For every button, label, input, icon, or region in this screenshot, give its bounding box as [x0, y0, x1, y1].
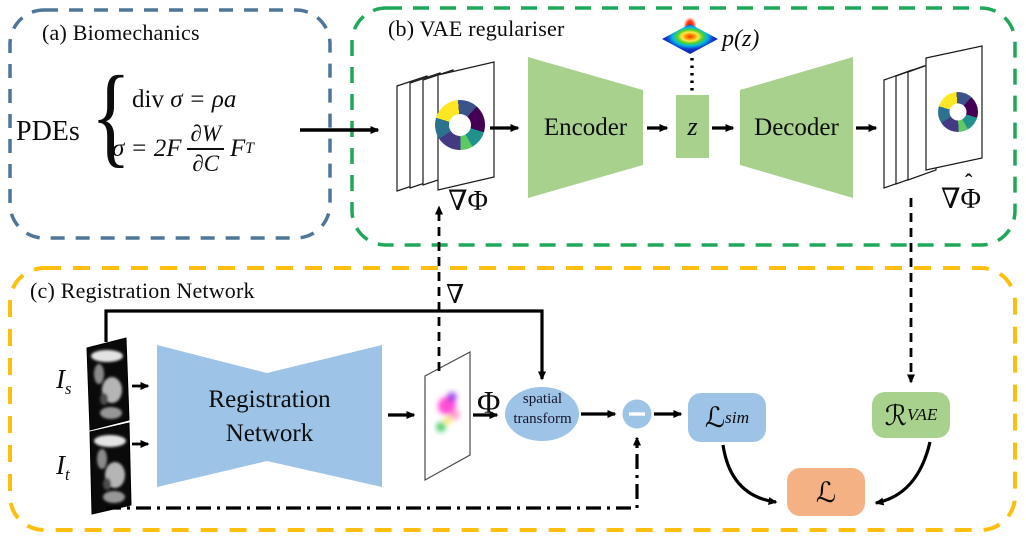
curve-rvae-to-loss [874, 441, 932, 506]
hat-accent: ˆ [965, 169, 973, 194]
regnet-line1: Registration [208, 386, 331, 413]
feature-map-stack-recon [883, 45, 983, 189]
eq2-lead: σ = 2F [112, 135, 182, 162]
eq2-fraction: ∂W ∂C [187, 121, 225, 178]
eq1-div: div [132, 86, 164, 113]
phi-label: Φ [477, 384, 501, 420]
loss-sim-sub: sim [725, 407, 750, 427]
target-image-label: It [56, 450, 70, 485]
spatial-transform-node [505, 387, 579, 441]
nabla-label: ∇ [446, 280, 465, 309]
spatial-line2: transform [513, 410, 572, 427]
skip-line-source-to-spatial [104, 309, 546, 381]
pdes-label: PDEs [16, 116, 80, 147]
ring-hole [449, 114, 471, 136]
reg-vae-base: ℛ [884, 398, 907, 432]
deformation-field-sheet [424, 351, 471, 482]
panel-c-border [8, 266, 1017, 532]
panel-a-border [8, 8, 332, 240]
gaussian-prior-icon [662, 19, 718, 54]
target-base: I [56, 450, 65, 480]
spatial-transform-label: spatial transform [506, 390, 579, 429]
panel-a-title: (a) Biomechanics [42, 20, 200, 45]
target-sub: t [65, 464, 70, 484]
pde-brace: { [90, 54, 132, 178]
registration-network-label: Registration Network [167, 383, 372, 451]
grad-phi-hat-base: ∇Φ [941, 184, 982, 215]
source-image-label: Is [56, 364, 72, 399]
latent-z-block [676, 95, 709, 158]
target-image-thumbnail [89, 422, 132, 515]
decoder-label: Decoder [754, 113, 839, 141]
minus-icon [629, 412, 645, 416]
source-sub: s [65, 378, 72, 398]
source-base: I [56, 364, 65, 394]
panel-b-title: (b) VAE regulariser [388, 16, 565, 41]
panel-b-border [350, 6, 1017, 247]
grad-phi-label: ∇Φ [448, 186, 489, 217]
feature-map-ring-recon-icon [938, 92, 978, 132]
eq2-tail: F [230, 135, 246, 162]
subtract-node [622, 399, 652, 429]
latent-z-label: z [687, 111, 698, 141]
prior-pz-label: p(z) [722, 26, 760, 52]
registration-network-block [157, 345, 382, 487]
feature-map-stack-input [396, 61, 495, 192]
reg-vae-sub: VAE [906, 405, 938, 424]
decoder-block [740, 57, 853, 198]
ring-hole [949, 103, 967, 121]
encoder-block [528, 57, 643, 198]
regnet-line2: Network [225, 419, 314, 447]
loss-sim-base: ℒ [704, 401, 726, 434]
feature-map-ring-icon [435, 100, 485, 150]
eq1-rest: σ = ρa [170, 86, 237, 113]
curve-losssim-to-loss [721, 444, 778, 506]
source-image-thumbnail [86, 337, 130, 431]
spatial-line1: spatial [522, 391, 563, 407]
eq2-superscript: T [245, 140, 254, 157]
eq2-denominator: ∂C [192, 151, 220, 176]
pde-equation-1: div σ = ρa [132, 86, 236, 114]
eq2-numerator: ∂W [187, 121, 225, 150]
dashdot-line-target-to-subtract [106, 436, 641, 510]
encoder-label: Encoder [543, 113, 628, 141]
panel-c-title: (c) Registration Network [30, 278, 255, 303]
total-loss-box: ℒ [787, 468, 865, 516]
total-loss-label: ℒ [815, 475, 837, 509]
